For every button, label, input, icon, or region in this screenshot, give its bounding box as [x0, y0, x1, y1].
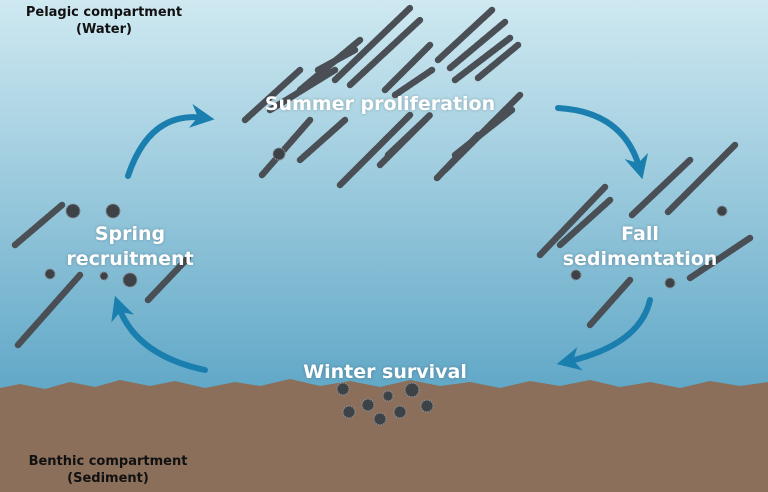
spring-line2: recruitment	[66, 248, 194, 270]
benthic-title: Benthic compartment	[28, 454, 188, 469]
cyanobacteria-filament-icon	[314, 46, 359, 74]
winter-label: Winter survival	[303, 361, 467, 383]
akinete-cell-icon	[122, 272, 138, 288]
cyanobacteria-filament-icon	[331, 4, 414, 84]
cyanobacteria-filament-icon	[556, 196, 614, 249]
akinete-cell-icon	[65, 203, 81, 219]
pelagic-label: Pelagic compartment (Water)	[8, 4, 200, 38]
akinete-cell-icon	[404, 382, 420, 398]
cyanobacteria-filament-icon	[381, 41, 434, 94]
fall-line2: sedimentation	[562, 248, 718, 270]
cyanobacteria-filament-icon	[296, 116, 349, 164]
fall-line1: Fall	[621, 223, 659, 245]
cyanobacteria-filament-icon	[384, 116, 429, 159]
akinete-cell-icon	[99, 271, 109, 281]
cyanobacteria-filament-icon	[266, 66, 339, 114]
cyanobacteria-filament-icon	[451, 34, 514, 84]
akinete-cell-icon	[342, 405, 356, 419]
akinete-cell-icon	[373, 412, 387, 426]
akinete-cell-icon	[664, 277, 676, 289]
cyanobacteria-filament-icon	[14, 271, 84, 349]
akinete-cell-icon	[44, 268, 56, 280]
pelagic-title: Pelagic compartment	[25, 5, 183, 20]
cyanobacteria-filament-icon	[664, 141, 739, 216]
akinete-cell-icon	[272, 147, 286, 161]
curved-arrow-icon	[111, 295, 208, 373]
akinete-cell-icon	[393, 405, 407, 419]
cyanobacteria-filament-icon	[346, 16, 424, 89]
cyanobacteria-filament-icon	[11, 201, 66, 249]
filament-group	[11, 4, 754, 349]
cyanobacteria-filament-icon	[336, 111, 414, 189]
cyanobacteria-filament-icon	[144, 254, 192, 304]
akinete-group	[44, 147, 728, 426]
akinete-cell-icon	[336, 382, 350, 396]
cyanobacteria-filament-icon	[586, 276, 634, 329]
cyanobacteria-filament-icon	[686, 234, 754, 282]
curved-arrow-icon	[125, 104, 215, 179]
benthic-label: Benthic compartment (Sediment)	[8, 453, 208, 487]
benthic-subtitle: (Sediment)	[67, 471, 149, 486]
cyanobacteria-filament-icon	[391, 66, 436, 99]
akinete-cell-icon	[105, 203, 121, 219]
curved-arrow-icon	[555, 105, 649, 180]
akinete-cell-icon	[570, 269, 582, 281]
water-background	[0, 0, 768, 400]
fall-label: Fall sedimentation	[555, 222, 725, 272]
akinete-cell-icon	[420, 399, 434, 413]
cyanobacteria-filament-icon	[446, 18, 509, 72]
cyanobacteria-filament-icon	[474, 41, 522, 82]
akinete-cell-icon	[382, 390, 394, 402]
cyanobacteria-filament-icon	[258, 116, 314, 179]
akinete-cell-icon	[716, 205, 728, 217]
cyanobacteria-filament-icon	[451, 106, 516, 159]
spring-label: Spring recruitment	[55, 222, 205, 272]
akinete-cell-icon	[361, 398, 375, 412]
curved-arrow-icon	[556, 297, 653, 371]
cyanobacteria-filament-icon	[536, 183, 609, 259]
cyanobacteria-filament-icon	[434, 6, 496, 64]
sediment-layer	[0, 379, 768, 492]
summer-label: Summer proliferation	[264, 93, 496, 115]
cyanobacteria-filament-icon	[241, 66, 304, 124]
pelagic-subtitle: (Water)	[76, 22, 132, 37]
cyanobacteria-filament-icon	[628, 156, 694, 219]
spring-line1: Spring	[94, 223, 166, 245]
